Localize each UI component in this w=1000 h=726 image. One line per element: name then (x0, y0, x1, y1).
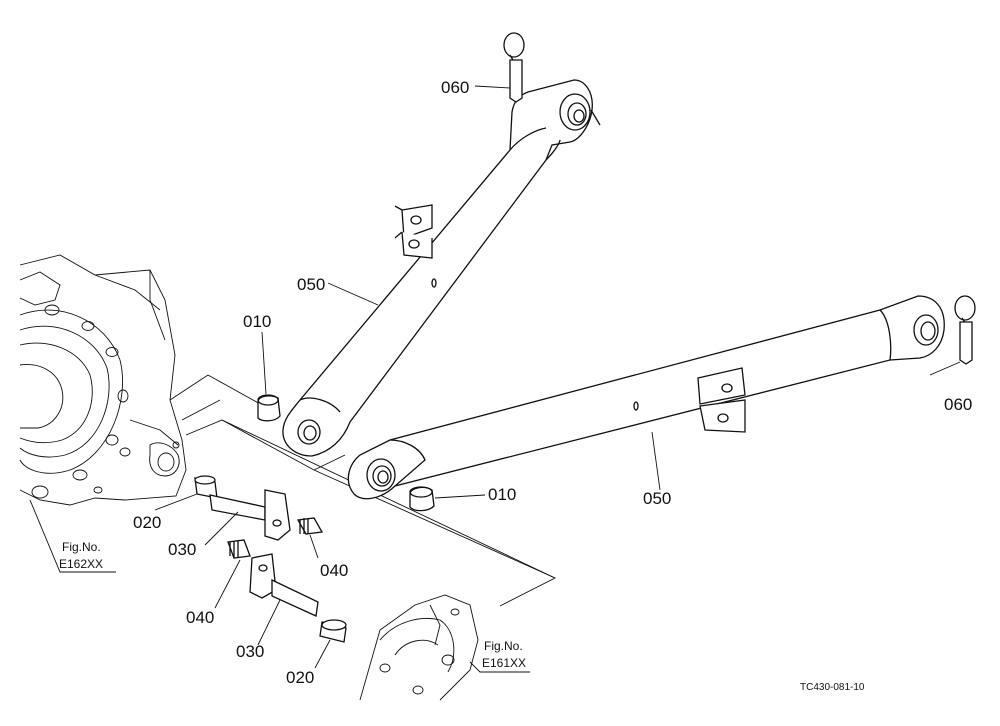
label-060-right: 060 (944, 395, 972, 414)
label-020-left: 020 (133, 513, 161, 532)
transmission-housing-left (19, 254, 187, 506)
bush-low (319, 619, 347, 643)
bush-left (194, 475, 218, 499)
figure-references: Fig.No. E162XX Fig.No. E161XX (59, 540, 526, 670)
label-020-low: 020 (286, 668, 314, 687)
transmission-housing-bottom (359, 594, 479, 701)
lift-arm-lower (347, 295, 945, 500)
collar-left (257, 394, 281, 422)
bolt-mid (296, 517, 324, 535)
fig-ref-right-number: E161XX (482, 656, 526, 670)
leader-lines (29, 85, 961, 673)
lynch-pin-right (954, 295, 976, 365)
lift-arm-upper (282, 79, 601, 457)
label-040-left: 040 (186, 608, 214, 627)
fig-ref-right-title: Fig.No. (484, 639, 523, 653)
bolt-left (227, 539, 251, 559)
fig-ref-left-number: E162XX (59, 557, 103, 571)
collar-right (409, 486, 435, 512)
drawing-code: TC430-081-10 (800, 682, 865, 693)
label-030-low: 030 (236, 642, 264, 661)
lynch-pin-top (503, 32, 525, 103)
label-060-top: 060 (441, 78, 469, 97)
callout-labels: 060 050 010 060 010 050 020 030 040 040 … (133, 78, 972, 687)
label-050-upper: 050 (297, 275, 325, 294)
pivot-pin-low (249, 553, 319, 617)
label-050-lower: 050 (643, 489, 671, 508)
label-010-right: 010 (488, 485, 516, 504)
label-040-mid: 040 (320, 561, 348, 580)
fig-ref-left-title: Fig.No. (62, 540, 101, 554)
label-010-left: 010 (243, 312, 271, 331)
label-030-left: 030 (168, 540, 196, 559)
pivot-pin-left (209, 489, 291, 541)
assembly-frame-lines (169, 374, 557, 607)
